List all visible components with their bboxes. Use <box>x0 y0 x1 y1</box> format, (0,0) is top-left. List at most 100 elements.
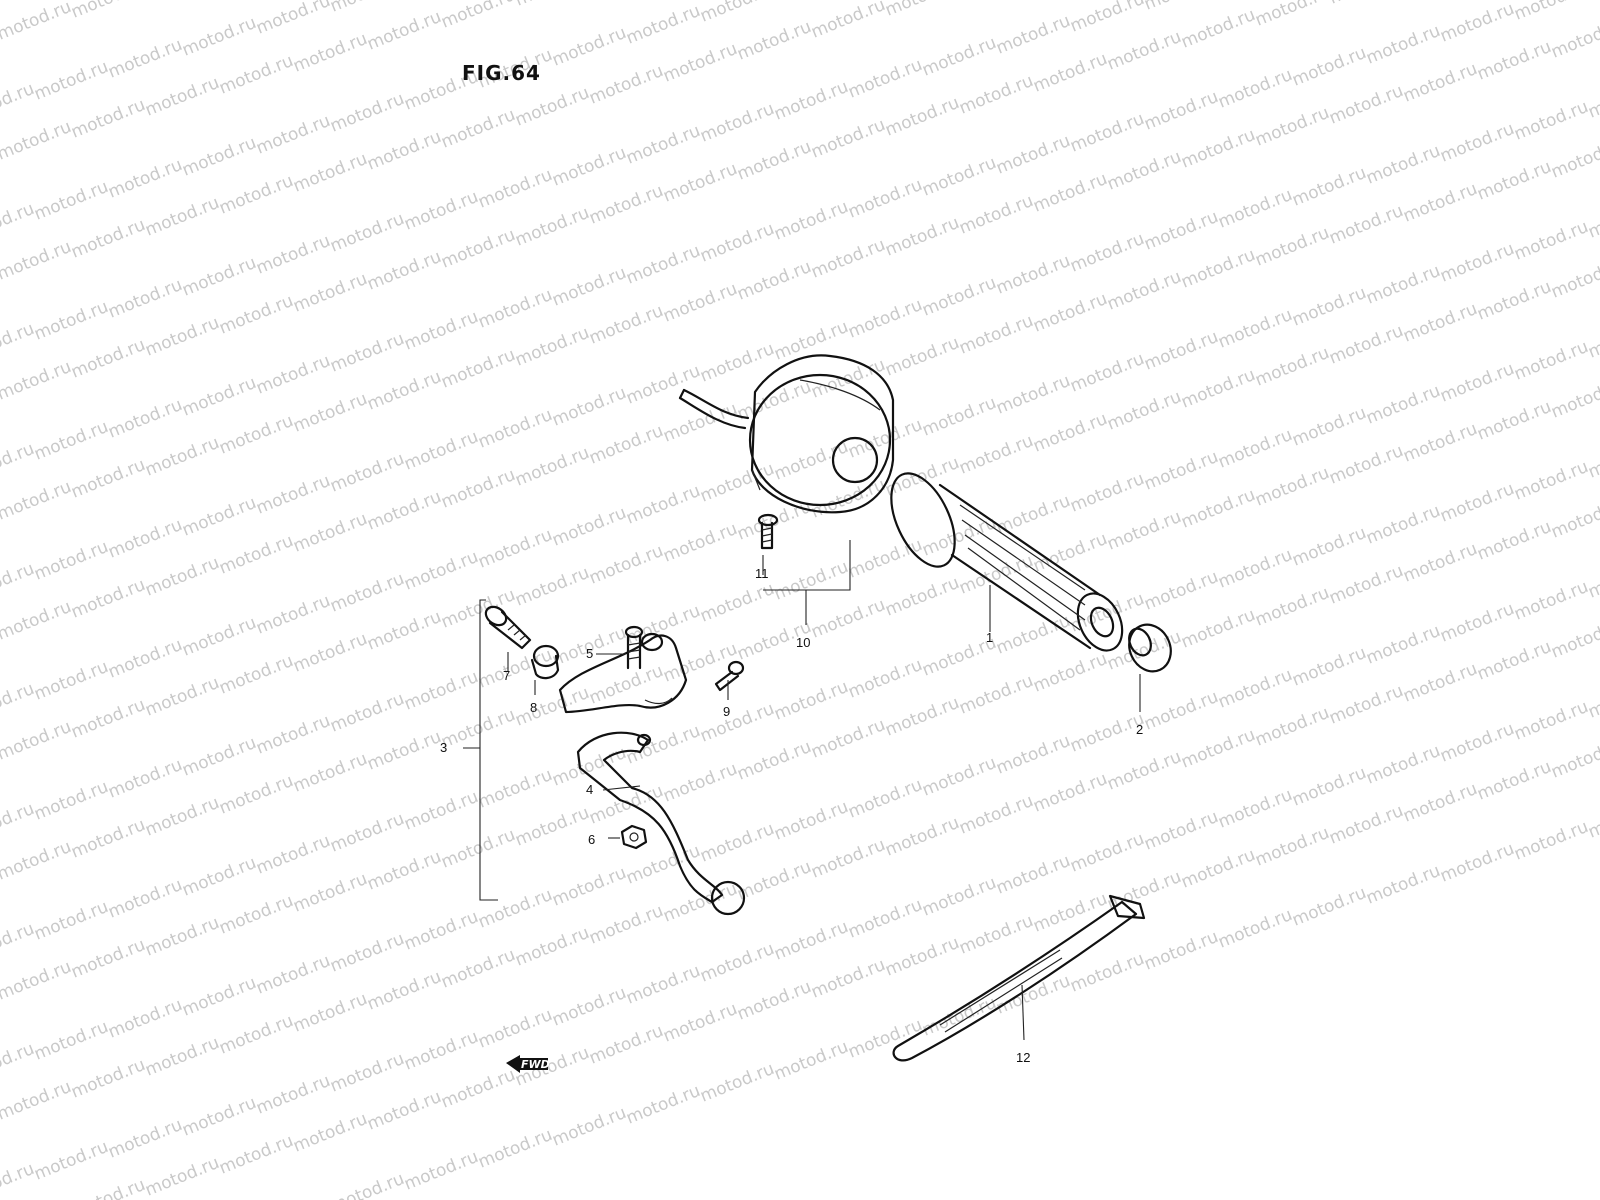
watermark: motod.ru <box>1474 157 1554 205</box>
screw-11 <box>757 513 779 550</box>
watermark: motod.ru <box>845 655 925 703</box>
watermark: motod.ru <box>1289 283 1369 331</box>
watermark: motod.ru <box>475 405 555 453</box>
watermark: motod.ru <box>327 209 407 257</box>
watermark: motod.ru <box>364 367 444 415</box>
watermark: motod.ru <box>142 1033 222 1081</box>
watermark: motod.ru <box>105 755 185 803</box>
watermark: motod.ru <box>623 721 703 769</box>
watermark: motod.ru <box>1178 125 1258 173</box>
watermark: motod.ru <box>1141 447 1221 495</box>
watermark: motod.ru <box>549 1103 629 1151</box>
watermark: motod.ru <box>586 421 666 469</box>
watermark: motod.ru <box>142 313 222 361</box>
watermark: motod.ru <box>1289 763 1369 811</box>
watermark: motod.ru <box>401 1147 481 1195</box>
watermark: motod.ru <box>1252 823 1332 871</box>
watermark: motod.ru <box>549 23 629 71</box>
watermark: motod.ru <box>253 831 333 879</box>
watermark: motod.ru <box>0 357 74 405</box>
watermark: motod.ru <box>1067 469 1147 517</box>
watermark: motod.ru <box>105 35 185 83</box>
watermark: motod.ru <box>1511 577 1591 625</box>
watermark: motod.ru <box>1400 299 1480 347</box>
watermark: motod.ru <box>586 901 666 949</box>
collar-8 <box>530 644 560 680</box>
watermark: motod.ru <box>290 629 370 677</box>
watermark: motod.ru <box>68 1175 148 1200</box>
watermark: motod.ru <box>68 455 148 503</box>
watermark: motod.ru <box>1437 719 1517 767</box>
watermark: motod.ru <box>401 427 481 475</box>
watermark: motod.ru <box>401 907 481 955</box>
watermark: motod.ru <box>1511 697 1591 745</box>
watermark: motod.ru <box>956 671 1036 719</box>
watermark: motod.ru <box>1289 883 1369 931</box>
watermark: motod.ru <box>105 395 185 443</box>
leader-lines <box>463 540 1141 1041</box>
callout-6: 6 <box>588 832 595 847</box>
watermark: motod.ru <box>1030 649 1110 697</box>
watermark: motod.ru <box>1400 659 1480 707</box>
watermark: motod.ru <box>1511 337 1591 385</box>
watermark: motod.ru <box>1141 807 1221 855</box>
watermark: motod.ru <box>808 0 888 43</box>
watermark: motod.ru <box>623 1081 703 1129</box>
watermark: motod.ru <box>586 1021 666 1069</box>
watermark: motod.ru <box>697 0 777 27</box>
watermark: motod.ru <box>216 771 296 819</box>
watermark: motod.ru <box>290 509 370 557</box>
watermark: motod.ru <box>1326 0 1406 9</box>
watermark: motod.ru <box>660 39 740 87</box>
callout-12: 12 <box>1016 1050 1030 1065</box>
watermark: motod.ru <box>1252 343 1332 391</box>
watermark: motod.ru <box>253 951 333 999</box>
watermark: motod.ru <box>179 373 259 421</box>
watermark: motod.ru <box>882 453 962 501</box>
watermark: motod.ru <box>68 215 148 263</box>
watermark: motod.ru <box>438 945 518 993</box>
watermark: motod.ru <box>882 213 962 261</box>
watermark: motod.ru <box>179 133 259 181</box>
watermark: motod.ru <box>734 737 814 785</box>
watermark: motod.ru <box>1252 223 1332 271</box>
watermark: motod.ru <box>253 111 333 159</box>
watermark: motod.ru <box>327 1169 407 1200</box>
watermark: motod.ru <box>586 61 666 109</box>
watermark: motod.ru <box>0 477 74 525</box>
watermark: motod.ru <box>142 1153 222 1200</box>
watermark: motod.ru <box>1585 0 1600 3</box>
watermark: motod.ru <box>364 607 444 655</box>
watermark: motod.ru <box>697 939 777 987</box>
watermark: motod.ru <box>179 853 259 901</box>
watermark: motod.ru <box>512 923 592 971</box>
watermark: motod.ru <box>475 525 555 573</box>
watermark: motod.ru <box>623 961 703 1009</box>
watermark: motod.ru <box>105 515 185 563</box>
watermark: motod.ru <box>105 995 185 1043</box>
watermark: motod.ru <box>290 269 370 317</box>
watermark: motod.ru <box>1437 599 1517 647</box>
watermark: motod.ru <box>1437 239 1517 287</box>
watermark: motod.ru <box>401 667 481 715</box>
watermark: motod.ru <box>1030 49 1110 97</box>
watermark: motod.ru <box>1104 27 1184 75</box>
watermark: motod.ru <box>1104 867 1184 915</box>
watermark: motod.ru <box>1548 495 1600 543</box>
watermark: motod.ru <box>512 683 592 731</box>
watermark: motod.ru <box>0 717 74 765</box>
watermark: motod.ru <box>1289 403 1369 451</box>
watermark: motod.ru <box>1215 185 1295 233</box>
watermark: motod.ru <box>1178 605 1258 653</box>
watermark: motod.ru <box>1437 479 1517 527</box>
watermark: motod.ru <box>216 1011 296 1059</box>
watermark: motod.ru <box>142 193 222 241</box>
watermark: motod.ru <box>919 33 999 81</box>
watermark: motod.ru <box>68 1055 148 1103</box>
watermark: motod.ru <box>31 1017 111 1065</box>
watermark: motod.ru <box>401 1027 481 1075</box>
watermark: motod.ru <box>290 389 370 437</box>
watermark: motod.ru <box>105 635 185 683</box>
watermark: motod.ru <box>179 13 259 61</box>
watermark: motod.ru <box>1067 109 1147 157</box>
